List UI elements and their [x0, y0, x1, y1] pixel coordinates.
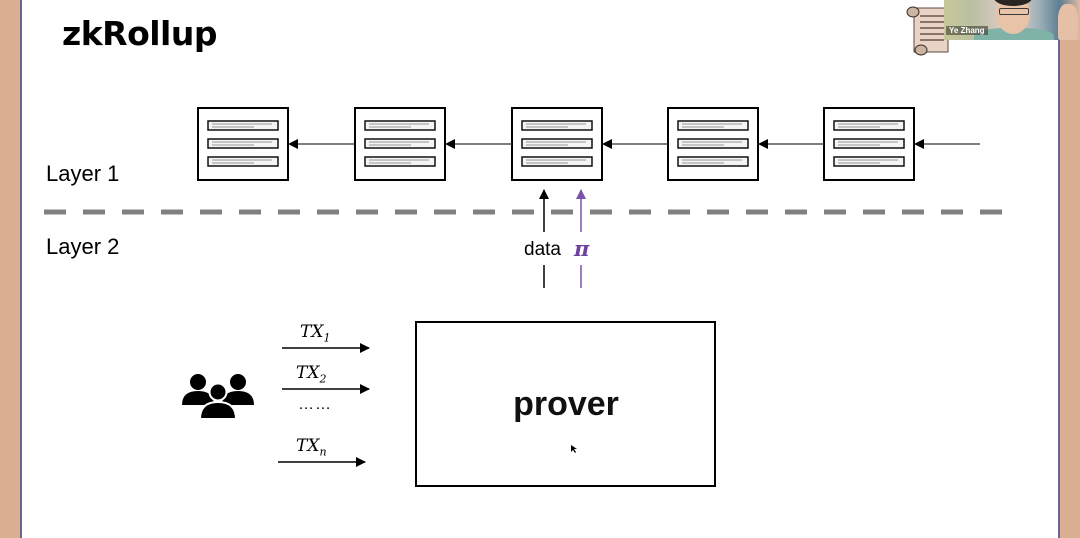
block-transaction: [833, 138, 905, 149]
video-hair: [994, 0, 1032, 6]
block-transaction: [833, 120, 905, 131]
block-transaction: [521, 156, 593, 167]
block-transaction: [833, 156, 905, 167]
data-label: data: [524, 239, 561, 260]
block-transaction: [521, 120, 593, 131]
block-transaction: [677, 156, 749, 167]
block-transaction: [521, 138, 593, 149]
slide-title: zkRollup: [62, 14, 217, 53]
block-transaction: [207, 156, 279, 167]
participant-name: Ye Zhang: [946, 26, 988, 35]
block-transaction: [364, 120, 436, 131]
block: [197, 107, 289, 181]
block-transaction: [677, 138, 749, 149]
layer1-label: Layer 1: [46, 161, 120, 186]
block: [354, 107, 446, 181]
block-transaction: [207, 120, 279, 131]
tx2-label: TX2: [296, 363, 327, 386]
block-transaction: [364, 156, 436, 167]
txn-label: TXn: [296, 436, 327, 459]
video-glasses: [999, 8, 1029, 15]
prover-label: prover: [513, 385, 619, 423]
block-transaction: [677, 120, 749, 131]
tx-ellipsis: ……: [298, 396, 332, 413]
prover-box: [415, 321, 716, 487]
block: [667, 107, 759, 181]
block: [511, 107, 603, 181]
video-hand: [1058, 4, 1078, 40]
proof-label: π: [574, 236, 590, 261]
block-transaction: [207, 138, 279, 149]
users-icon: [182, 374, 254, 420]
block: [823, 107, 915, 181]
scroll-icon: [906, 6, 949, 56]
layer2-label: Layer 2: [46, 234, 120, 259]
video-shirt: [974, 28, 1054, 40]
tx1-label: TX1: [300, 322, 331, 345]
blockchain: [197, 107, 915, 181]
block-transaction: [364, 138, 436, 149]
mouse-cursor: [571, 445, 577, 453]
participant-video[interactable]: Ye Zhang: [944, 0, 1080, 40]
